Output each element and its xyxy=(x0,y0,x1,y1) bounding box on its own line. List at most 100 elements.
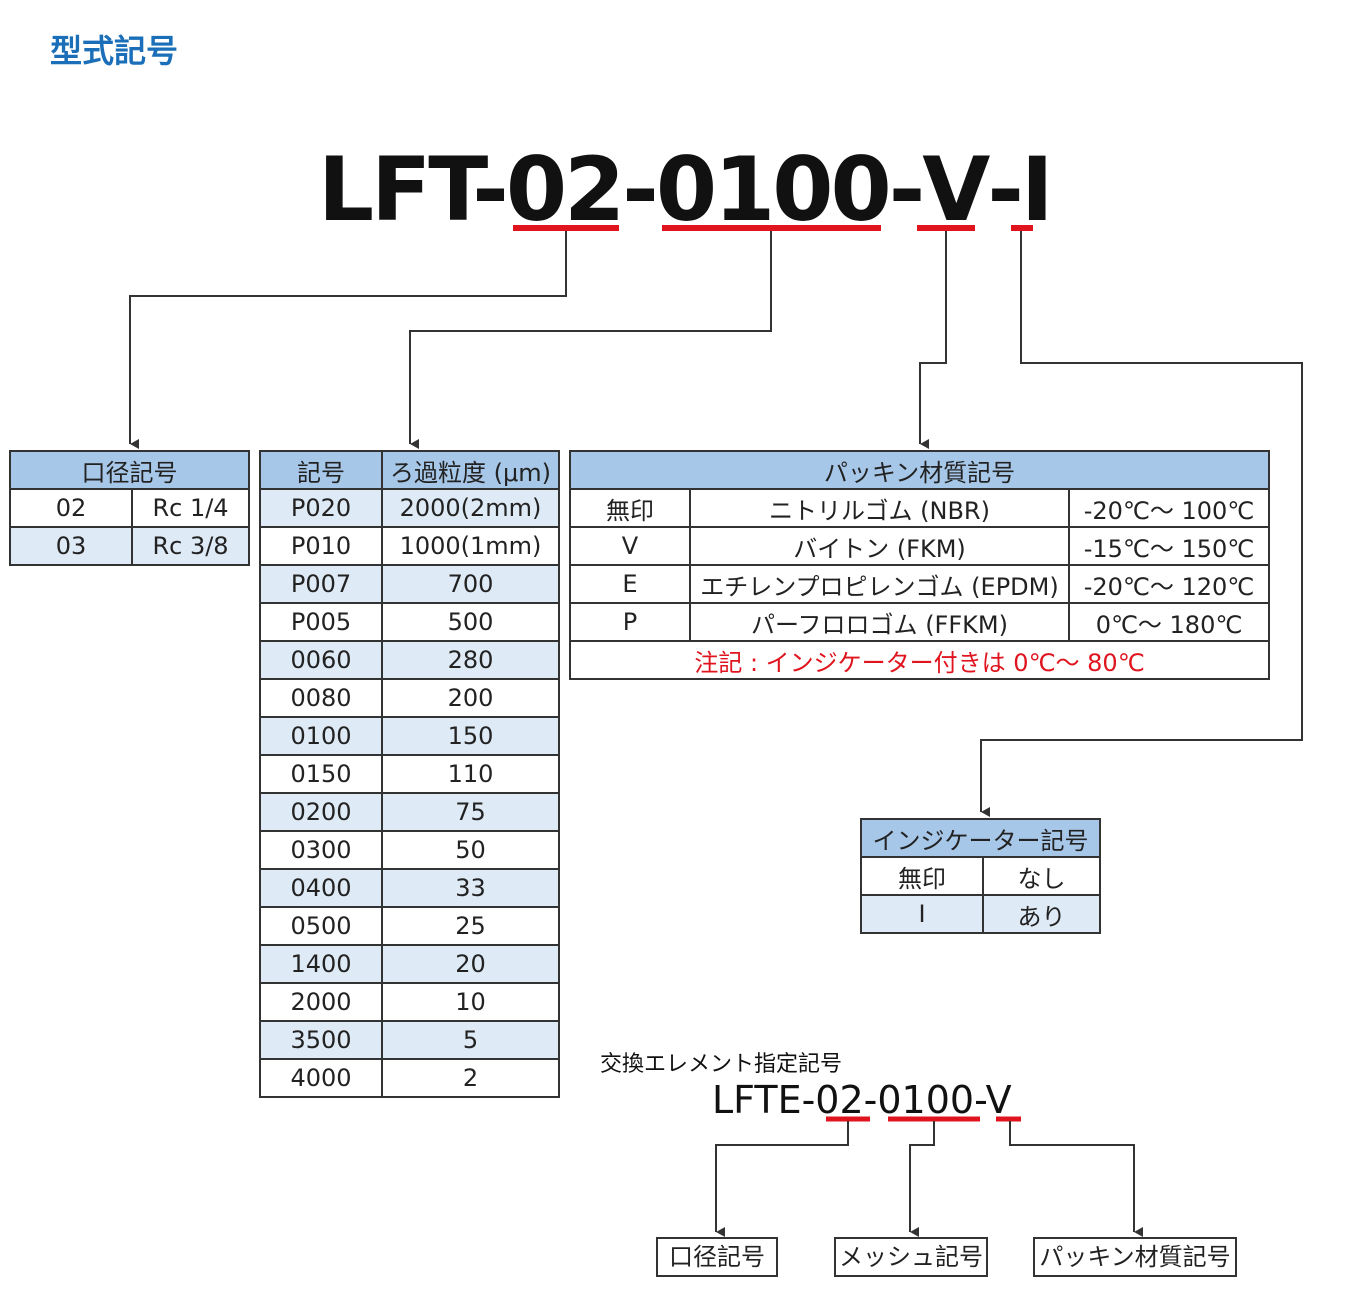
mesh-code: 4000 xyxy=(259,1058,383,1098)
model-dash: - xyxy=(987,138,1023,241)
arrow-element-packing xyxy=(1009,1121,1143,1237)
model-dash: - xyxy=(622,138,658,241)
element-prefix: LFTE- xyxy=(712,1078,816,1122)
mesh-value: 20 xyxy=(381,944,560,984)
model-code: LFT-02-0100-V-I xyxy=(318,138,1054,241)
element-dash: - xyxy=(974,1078,986,1122)
mesh-value: 150 xyxy=(381,716,560,756)
port-value: Rc 1/4 xyxy=(131,488,250,528)
model-dash: - xyxy=(888,138,925,241)
mesh-code: P005 xyxy=(259,602,383,642)
packing-material: ニトリルゴム (NBR) xyxy=(689,488,1070,528)
mesh-value: 2 xyxy=(381,1058,560,1098)
element-packing-box: パッキン材質記号 xyxy=(1033,1237,1237,1277)
element-port: 02 xyxy=(815,1078,864,1122)
packing-note: 注記 : インジケーター付きは 0℃～ 80℃ xyxy=(569,640,1270,680)
packing-temp: 0℃～ 180℃ xyxy=(1068,602,1270,642)
mesh-code: P020 xyxy=(259,488,383,528)
indicator-code: 無印 xyxy=(860,856,984,896)
mesh-code: 3500 xyxy=(259,1020,383,1060)
packing-table-header: パッキン材質記号 xyxy=(569,450,1270,490)
mesh-value: 700 xyxy=(381,564,560,604)
mesh-value: 1000(1mm) xyxy=(381,526,560,566)
packing-code: P xyxy=(569,602,691,642)
indicator-value: あり xyxy=(982,894,1101,934)
mesh-code: 0080 xyxy=(259,678,383,718)
packing-temp: -20℃～ 100℃ xyxy=(1068,488,1270,528)
mesh-value: 500 xyxy=(381,602,560,642)
element-mesh-box: メッシュ記号 xyxy=(834,1237,988,1277)
model-packing: V xyxy=(922,138,990,241)
arrow-indicator xyxy=(980,231,1303,817)
mesh-code: 0100 xyxy=(259,716,383,756)
packing-material: パーフロロゴム (FFKM) xyxy=(689,602,1070,642)
mesh-code: P010 xyxy=(259,526,383,566)
element-code: LFTE-02-0100-V xyxy=(712,1078,1012,1122)
mesh-code: 0300 xyxy=(259,830,383,870)
mesh-header-code: 記号 xyxy=(259,450,383,490)
page-title: 型式記号 xyxy=(50,32,179,70)
element-port-box: 口径記号 xyxy=(656,1237,778,1277)
mesh-value: 280 xyxy=(381,640,560,680)
mesh-code: 0500 xyxy=(259,906,383,946)
arrow-port xyxy=(129,231,567,449)
indicator-table-header: インジケーター記号 xyxy=(860,818,1101,858)
indicator-value: なし xyxy=(982,856,1101,896)
mesh-code: P007 xyxy=(259,564,383,604)
model-prefix: LFT- xyxy=(318,138,509,241)
mesh-header-value: ろ過粒度 (μm) xyxy=(381,450,560,490)
mesh-value: 25 xyxy=(381,906,560,946)
model-port: 02 xyxy=(505,138,625,241)
mesh-value: 10 xyxy=(381,982,560,1022)
table-row: 無印ニトリルゴム (NBR)-20℃～ 100℃ xyxy=(569,488,1270,528)
packing-temp: -20℃～ 120℃ xyxy=(1068,564,1270,604)
arrow-packing xyxy=(919,231,947,449)
mesh-code: 0200 xyxy=(259,792,383,832)
arrow-element-port xyxy=(715,1121,849,1237)
indicator-code: I xyxy=(860,894,984,934)
arrow-element-mesh xyxy=(909,1121,935,1237)
arrow-mesh xyxy=(409,231,772,449)
mesh-code: 0060 xyxy=(259,640,383,680)
element-packing: V xyxy=(985,1078,1012,1122)
packing-code: 無印 xyxy=(569,488,691,528)
model-indicator: I xyxy=(1020,138,1054,241)
mesh-code: 0400 xyxy=(259,868,383,908)
port-code: 03 xyxy=(9,526,133,566)
port-value: Rc 3/8 xyxy=(131,526,250,566)
model-mesh: 0100 xyxy=(655,138,892,241)
packing-code: E xyxy=(569,564,691,604)
element-dash: - xyxy=(863,1078,878,1122)
mesh-value: 2000(2mm) xyxy=(381,488,560,528)
mesh-value: 50 xyxy=(381,830,560,870)
mesh-value: 110 xyxy=(381,754,560,794)
mesh-value: 5 xyxy=(381,1020,560,1060)
port-table-header: 口径記号 xyxy=(9,450,250,490)
port-code: 02 xyxy=(9,488,133,528)
element-mesh: 0100 xyxy=(877,1078,975,1122)
mesh-value: 75 xyxy=(381,792,560,832)
